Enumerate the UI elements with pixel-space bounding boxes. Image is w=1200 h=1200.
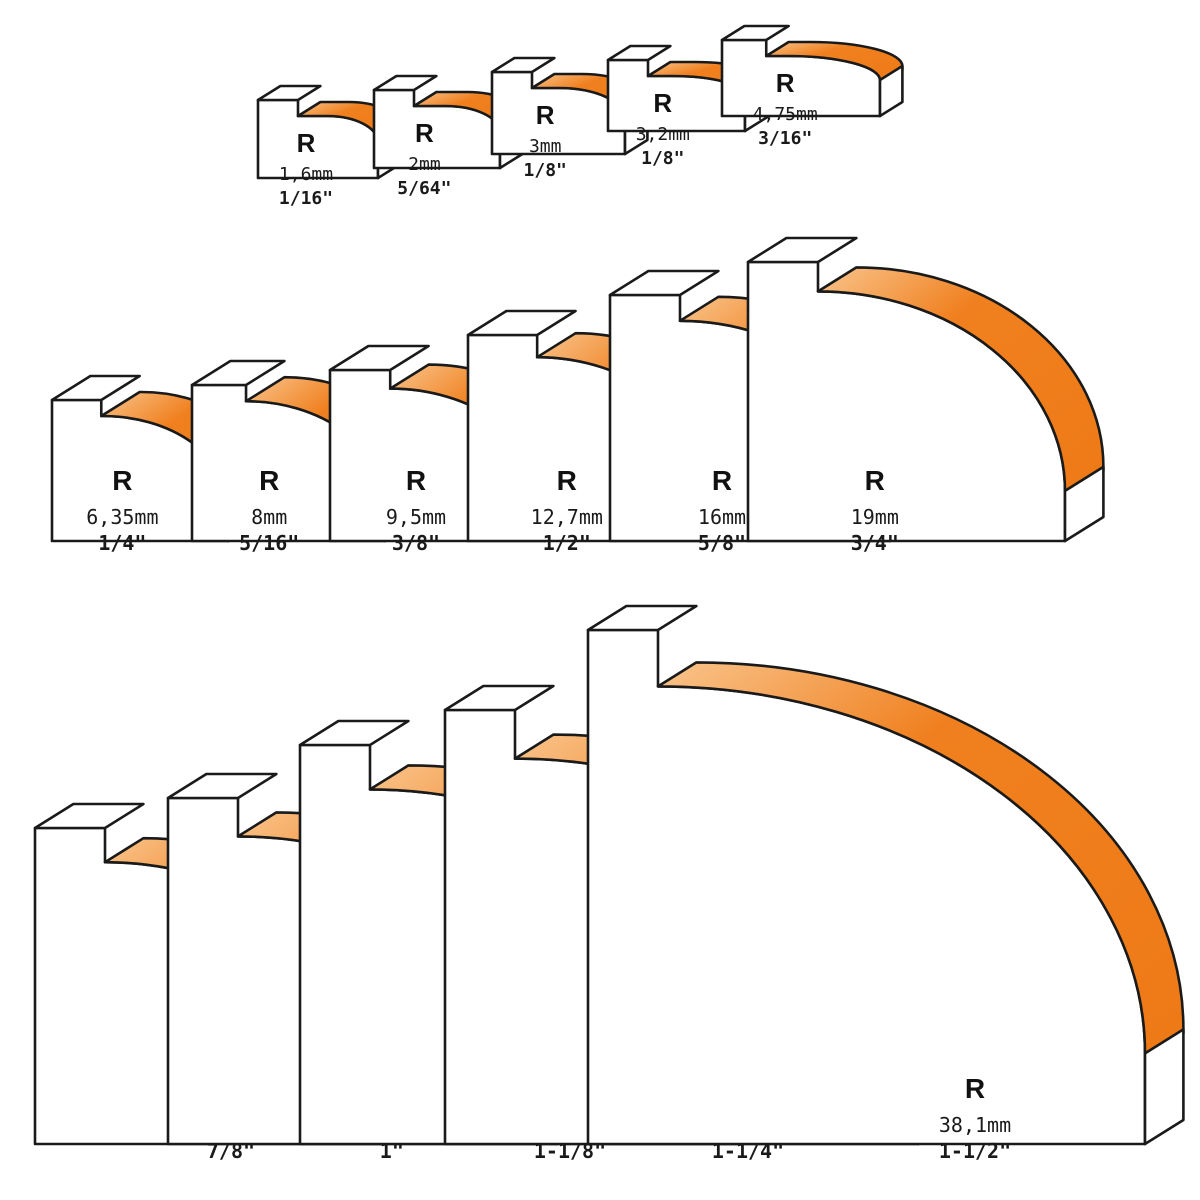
block-top-face <box>328 344 430 372</box>
metric-label: 9,5mm <box>386 505 446 529</box>
profile-5: R 4,75mm 3/16" <box>720 24 904 149</box>
block-top-face <box>50 374 141 402</box>
imperial-label: 1/16" <box>279 188 333 209</box>
block-top-face <box>166 772 278 800</box>
block-top-face <box>372 74 438 92</box>
imperial-label: 3/4" <box>851 531 899 555</box>
block-top-face <box>443 684 555 712</box>
imperial-label: 5/16" <box>239 531 299 555</box>
metric-label: 19mm <box>851 505 899 529</box>
metric-label: 6,35mm <box>86 505 158 529</box>
metric-label: 3mm <box>529 136 562 157</box>
metric-label: 12,7mm <box>531 505 603 529</box>
metric-label: 1,6mm <box>279 164 333 185</box>
radius-symbol: R <box>557 465 577 496</box>
imperial-label: 1/4" <box>98 531 146 555</box>
radius-symbol: R <box>259 465 279 496</box>
block-end-face <box>878 64 904 118</box>
profiles-layer: R 1,6mm 1/16" R 2mm 5/64" R 3mm 1/8" R 3,2mm 1/8" R 4… <box>33 24 1185 1163</box>
metric-label: 3,2mm <box>636 124 690 145</box>
radius-symbol: R <box>297 128 316 158</box>
metric-label: 8mm <box>251 505 287 529</box>
block-end-face <box>1063 465 1105 543</box>
block-top-face <box>466 309 577 337</box>
block-top-face <box>298 719 410 747</box>
block-top-face <box>746 236 858 264</box>
block-top-face <box>720 24 790 42</box>
radius-symbol: R <box>865 465 885 496</box>
radius-symbol: R <box>712 465 732 496</box>
block-top-face <box>490 56 556 74</box>
imperial-label: 3/16" <box>758 128 812 149</box>
imperial-label: 1/8" <box>524 160 567 181</box>
radius-symbol: R <box>776 68 795 98</box>
radius-symbol: R <box>406 465 426 496</box>
metric-label: 38,1mm <box>939 1113 1011 1137</box>
imperial-label: 1/2" <box>543 531 591 555</box>
metric-label: 2mm <box>408 154 441 175</box>
radius-symbol: R <box>653 88 672 118</box>
block-top-face <box>33 802 145 830</box>
metric-label: 16mm <box>698 505 746 529</box>
metric-label: 4,75mm <box>753 104 818 125</box>
radius-symbol: R <box>965 1073 985 1104</box>
radius-symbol: R <box>415 118 434 148</box>
block-top-face <box>608 269 720 297</box>
imperial-label: 3/8" <box>392 531 440 555</box>
imperial-label: 1-1/2" <box>939 1139 1011 1163</box>
block-top-face <box>586 604 698 632</box>
block-top-face <box>190 359 286 387</box>
imperial-label: 1/8" <box>641 148 684 169</box>
block-top-face <box>606 44 672 62</box>
imperial-label: 5/8" <box>698 531 746 555</box>
radius-symbol: R <box>536 100 555 130</box>
block-end-face <box>1143 1028 1185 1146</box>
imperial-label: 5/64" <box>397 178 451 199</box>
block-top-face <box>256 84 322 102</box>
radius-symbol: R <box>112 465 132 496</box>
